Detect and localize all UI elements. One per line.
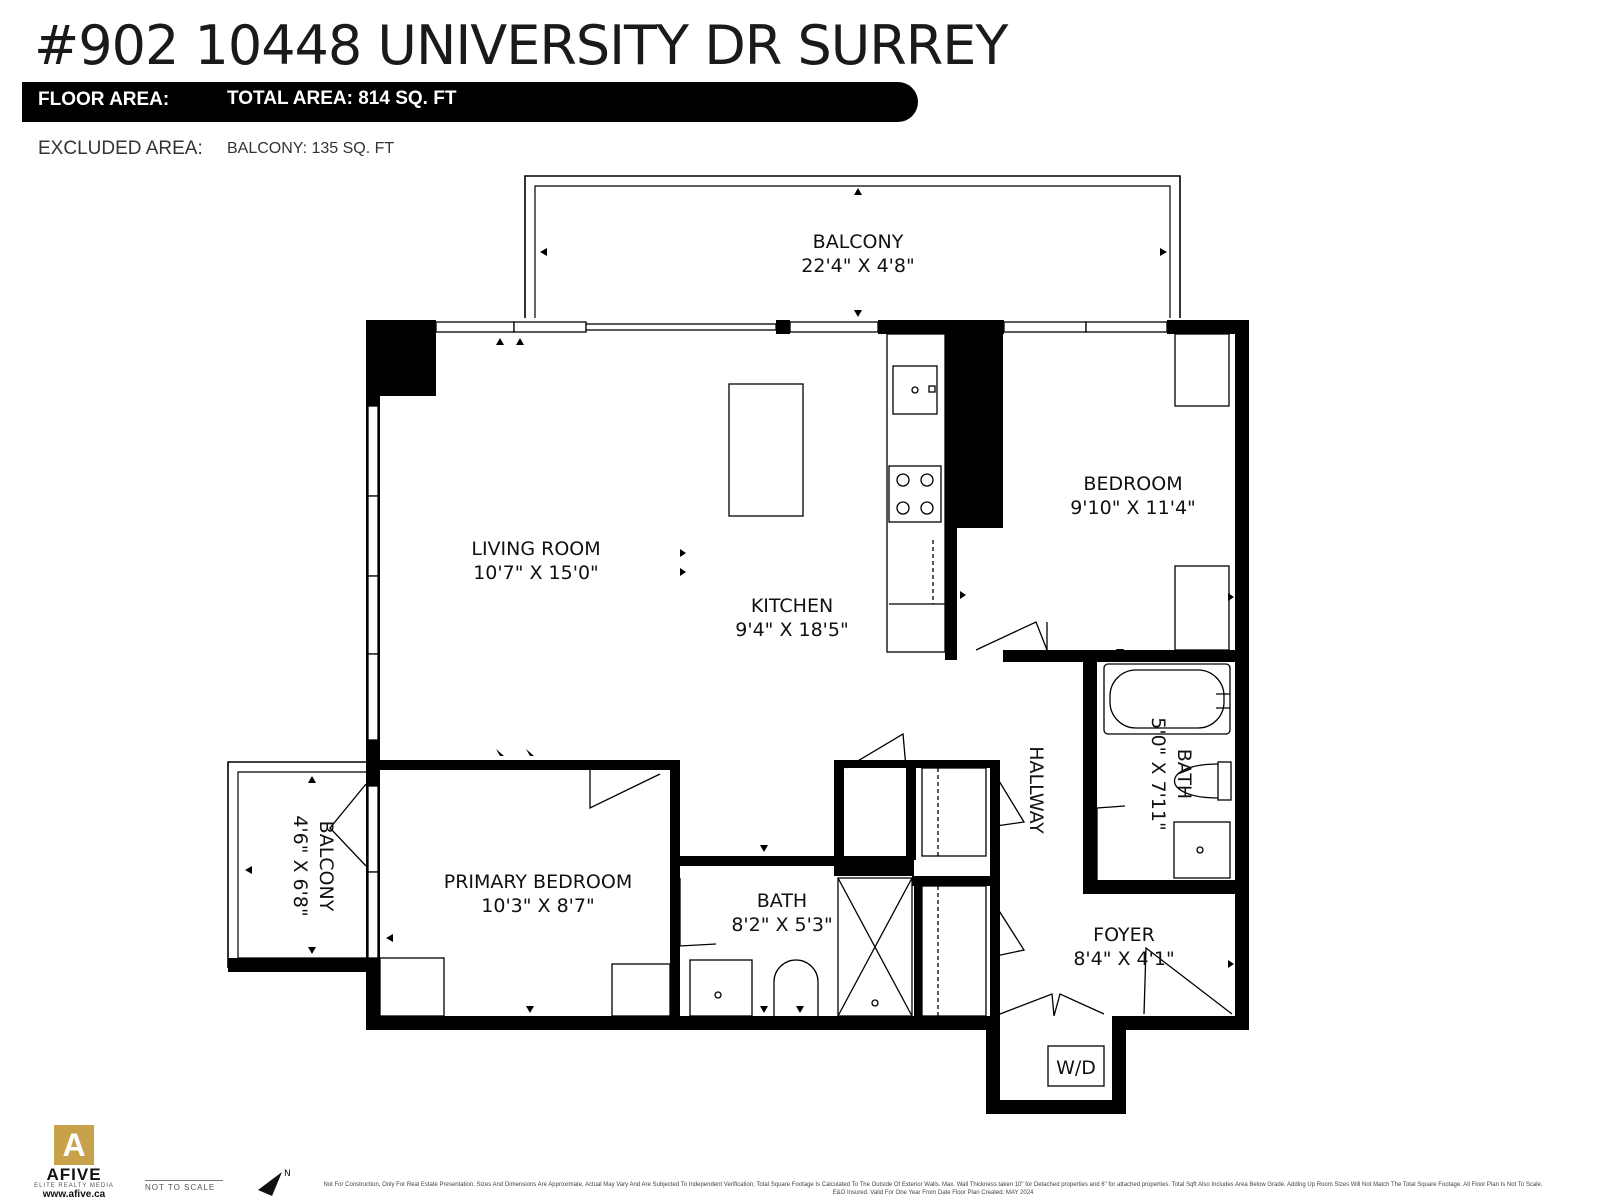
logo-name: AFIVE [46,1165,102,1184]
kitchen-dims: 9'4" X 18'5" [735,619,848,641]
laundry-label: W/D [1056,1057,1096,1079]
living-room-dims: 10'7" X 15'0" [473,562,599,584]
listing-title: #902 10448 UNIVERSITY DR SURREY [34,14,1008,77]
left-windows [367,405,379,959]
logo-tagline: ELITE REALTY MEDIA [34,1183,114,1189]
bath-dims: 8'2" X 5'3" [731,914,832,936]
doors [845,732,1233,1087]
total-area: TOTAL AREA: 814 SQ. FT [227,88,457,109]
north-label: N [284,1169,291,1179]
balcony-top-name: BALCONY [813,231,904,253]
hall-closets [921,767,1026,1017]
kitchen-fixtures [728,333,946,653]
primary-bedroom-dims: 10'3" X 8'7" [481,895,594,917]
room-labels: BALCONY 22'4" X 4'8" LIVING ROOM 10'7" X… [289,231,1196,1079]
bedroom-dims: 9'10" X 11'4" [1070,497,1196,519]
north-arrow-icon: N [258,1169,291,1196]
kitchen-name: KITCHEN [751,595,833,617]
primary-bedroom-name: PRIMARY BEDROOM [444,871,632,893]
balcony-top-dims: 22'4" X 4'8" [801,255,914,277]
bedroom-name: BEDROOM [1083,473,1182,495]
bedroom-fixtures [975,333,1230,651]
hallway-name: HALLWAY [1025,746,1047,834]
floor-area-bar [22,82,918,122]
scale-note: NOT TO SCALE [145,1183,216,1192]
floor-area-label: FLOOR AREA: [38,89,170,110]
bath-right-dims: 5'0" X 7'11" [1147,717,1169,830]
logo-url: www.afive.ca [42,1189,106,1200]
primary-bedroom-fixtures [329,770,671,1017]
living-room-name: LIVING ROOM [471,538,600,560]
balcony-top [524,175,1181,318]
logo-mark-icon: A [54,1125,94,1165]
right-bath-fixtures [1096,663,1232,880]
exterior-walls [366,320,1249,1114]
foyer-dims: 8'4" X 4'1" [1073,948,1174,970]
scale-bar-icon [145,1172,223,1181]
balcony-left-name: BALCONY [315,821,337,912]
interior-walls [380,520,1239,1028]
disclaimer: Not For Construction, Only For Real Esta… [323,1182,1543,1196]
balcony-left-dims: 4'6" X 6'8" [289,815,311,916]
foyer-name: FOYER [1093,924,1155,946]
dimension-marks [245,188,1234,1013]
bath-name: BATH [757,890,807,912]
excluded-area-value: BALCONY: 135 SQ. FT [227,140,395,157]
excluded-area-label: EXCLUDED AREA: [38,138,203,159]
company-logo: A AFIVE ELITE REALTY MEDIA www.afive.ca [32,1125,116,1200]
top-windows [435,321,1168,333]
main-bath-fixtures [679,877,913,1017]
bath-right-name: BATH [1173,749,1195,799]
balcony-left [227,761,366,972]
